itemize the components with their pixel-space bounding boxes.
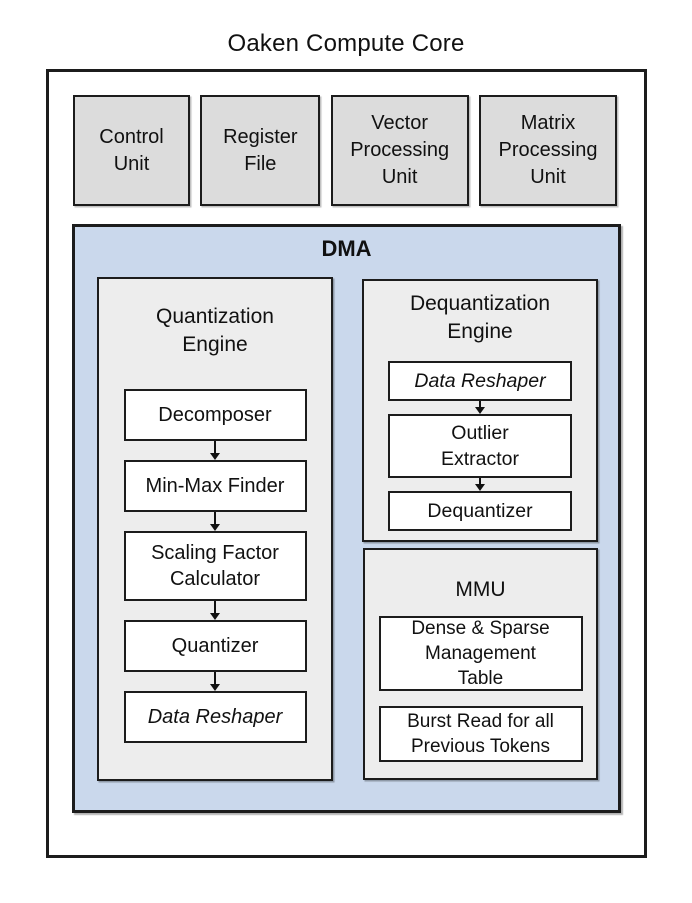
unit-label-line: Register <box>223 125 298 148</box>
dma-label: DMA <box>321 236 372 261</box>
flow-arrow-down <box>210 512 220 531</box>
panel-title-line: Quantization <box>156 305 274 328</box>
top-units-row: Control Unit Register File Vector Proces… <box>73 95 617 206</box>
block-dequantizer: Dequantizer <box>388 491 572 531</box>
block-data-reshaper-dequant: Data Reshaper <box>388 361 572 401</box>
unit-label-line: Matrix <box>520 112 576 134</box>
quantization-engine-title: Quantization Engine <box>156 303 274 359</box>
block-label-line: Calculator <box>169 568 261 590</box>
block-label-line: Extractor <box>440 448 520 470</box>
block-label-line: Data Reshaper <box>414 370 546 392</box>
quantization-engine-panel: Quantization Engine Decomposer Min-Max F… <box>97 277 333 781</box>
dma-container: DMA Quantization Engine Decomposer Min-M… <box>72 224 621 813</box>
vector-processing-unit-box: Vector Processing Unit <box>330 95 469 206</box>
unit-label-line: Control <box>99 125 164 148</box>
block-label-line: Min-Max Finder <box>145 475 285 497</box>
block-label-line: Scaling Factor <box>151 542 279 564</box>
unit-label-line: Processing <box>498 139 598 161</box>
flow-arrow-down <box>475 478 485 491</box>
register-file-box: Register File <box>200 95 321 206</box>
block-burst-read: Burst Read for all Previous Tokens <box>378 706 583 762</box>
block-quantizer: Quantizer <box>123 620 307 672</box>
mmu-panel: MMU Dense & Sparse Management Table Burs… <box>363 548 598 780</box>
panel-title-line: Engine <box>182 333 248 356</box>
matrix-processing-unit-box: Matrix Processing Unit <box>478 95 617 206</box>
block-dense-sparse-management-table: Dense & Sparse Management Table <box>378 616 583 691</box>
unit-label-line: Unit <box>530 166 566 188</box>
unit-label-line: File <box>244 152 277 175</box>
block-scaling-factor-calculator: Scaling Factor Calculator <box>123 531 307 601</box>
compute-core-boundary: Control Unit Register File Vector Proces… <box>46 69 647 858</box>
block-min-max-finder: Min-Max Finder <box>123 460 307 512</box>
block-label-line: Burst Read for all <box>407 711 554 732</box>
panel-title-line: Dequantization <box>409 292 551 315</box>
block-label-line: Dequantizer <box>427 500 533 522</box>
block-label-line: Outlier <box>451 422 509 444</box>
flow-arrow-down <box>210 601 220 620</box>
mmu-title: MMU <box>455 578 506 601</box>
flow-arrow-down <box>210 441 220 460</box>
diagram-title: Oaken Compute Core <box>227 30 465 57</box>
block-label-line: Dense & Sparse <box>411 618 550 639</box>
control-unit-box: Control Unit <box>73 95 190 206</box>
block-label-line: Quantizer <box>171 635 259 657</box>
unit-label-line: Vector <box>371 112 428 134</box>
panel-title-line: Engine <box>447 320 513 343</box>
unit-label-line: Processing <box>350 139 450 161</box>
block-outlier-extractor: Outlier Extractor <box>388 414 572 478</box>
dequantization-engine-title: Dequantization Engine <box>410 290 550 346</box>
block-data-reshaper-quant: Data Reshaper <box>123 691 307 743</box>
flow-arrow-down <box>210 672 220 691</box>
block-decomposer: Decomposer <box>123 389 307 441</box>
block-label-line: Management <box>425 643 536 664</box>
block-label-line: Decomposer <box>158 404 272 426</box>
block-label-line: Data Reshaper <box>147 706 283 728</box>
dequantization-engine-panel: Dequantization Engine Data Reshaper Outl… <box>362 279 598 542</box>
block-label-line: Table <box>457 668 504 689</box>
flow-arrow-down <box>475 401 485 414</box>
unit-label-line: Unit <box>113 152 150 175</box>
block-label-line: Previous Tokens <box>410 736 551 757</box>
unit-label-line: Unit <box>381 166 418 188</box>
